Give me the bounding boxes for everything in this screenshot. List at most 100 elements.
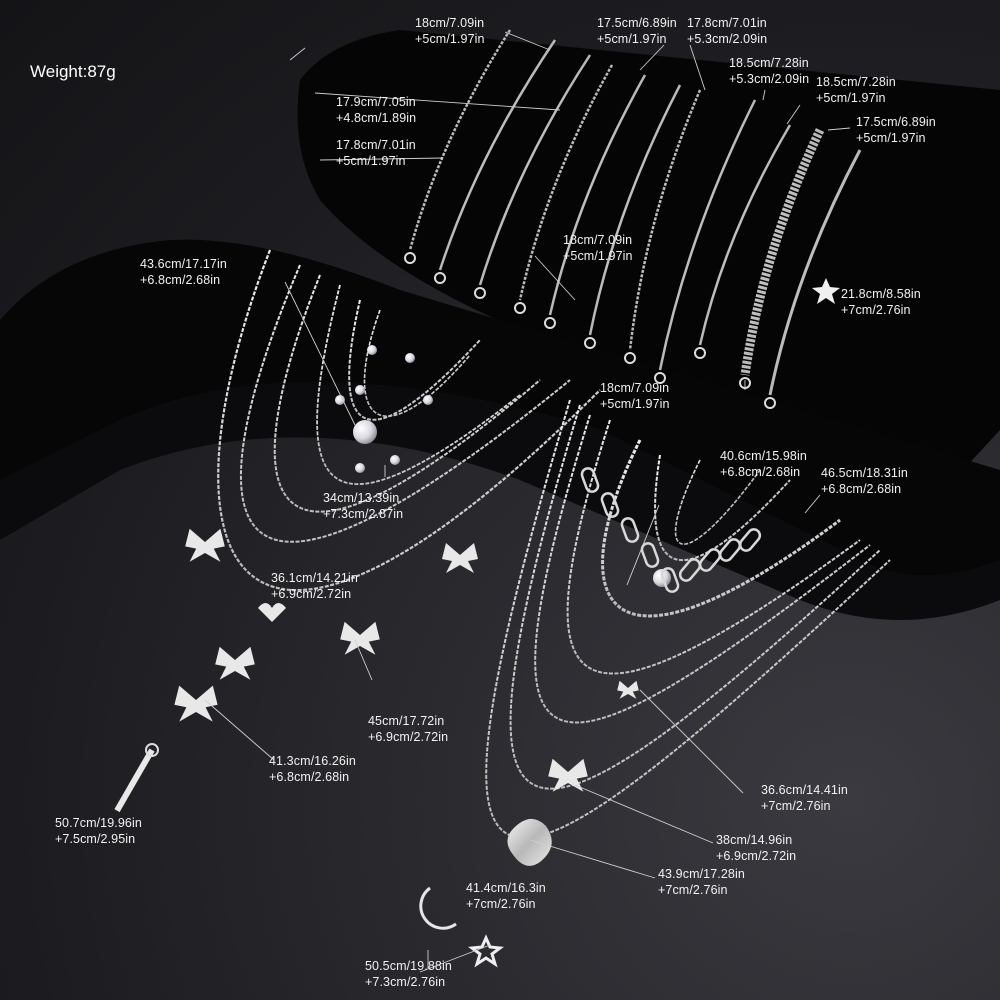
puffy-heart-pendant-icon bbox=[507, 818, 552, 866]
bracelet-measurement-label: 21.8cm/8.58in +7cm/2.76in bbox=[841, 286, 921, 318]
butterfly-charm-icon bbox=[442, 543, 478, 573]
length-text: 36.6cm/14.41in bbox=[761, 783, 848, 797]
extension-text: +6.8cm/2.68in bbox=[821, 482, 902, 496]
paperclip-link-icon bbox=[640, 542, 660, 568]
length-text: 17.5cm/6.89in bbox=[856, 115, 936, 129]
length-text: 45cm/17.72in bbox=[368, 714, 445, 728]
leader-line bbox=[314, 92, 561, 111]
extension-text: +7cm/2.76in bbox=[841, 303, 911, 317]
necklace-measurement-label: 43.9cm/17.28in+7cm/2.76in bbox=[658, 866, 745, 898]
necklace-measurement-label: 40.6cm/15.98in+6.8cm/2.68in bbox=[720, 448, 807, 480]
lobster-clasp-icon bbox=[404, 252, 416, 264]
leader-line bbox=[204, 699, 275, 761]
jump-ring-icon bbox=[145, 743, 159, 757]
extension-text: +7.3cm/2.76in bbox=[365, 975, 446, 989]
length-text: 41.3cm/16.26in bbox=[269, 754, 356, 768]
paperclip-link-icon bbox=[698, 548, 722, 572]
small-butterfly-pendant-icon bbox=[617, 680, 639, 699]
weight-label: Weight:87g bbox=[30, 62, 116, 81]
star-charm-icon bbox=[812, 278, 840, 304]
leader-line bbox=[689, 44, 706, 91]
leader-line bbox=[804, 494, 821, 514]
paperclip-link-icon bbox=[620, 517, 640, 543]
extension-text: +7.5cm/2.95in bbox=[55, 832, 136, 846]
length-text: 43.9cm/17.28in bbox=[658, 867, 745, 881]
pearl-bead-icon bbox=[390, 455, 400, 465]
paperclip-link-icon bbox=[678, 558, 702, 582]
lobster-clasp-icon bbox=[474, 287, 486, 299]
extension-text: +6.9cm/2.72in bbox=[271, 587, 352, 601]
leader-line bbox=[786, 104, 801, 125]
necklace-measurement-label: 34cm/13.39in+7.3cm/2.87in bbox=[323, 490, 403, 522]
necklace-measurement-label: 46.5cm/18.31in +6.8cm/2.68in bbox=[821, 465, 908, 497]
bracelet-measurement-label: 17.9cm/7.05in +4.8cm/1.89in bbox=[336, 94, 416, 126]
length-text: 17.5cm/6.89in bbox=[597, 16, 677, 30]
leader-line bbox=[574, 784, 714, 844]
paperclip-link-icon bbox=[660, 567, 680, 593]
extension-text: +6.9cm/2.72in bbox=[368, 730, 449, 744]
extension-text: +4.8cm/1.89in bbox=[336, 111, 417, 125]
necklace-measurement-label: 36.6cm/14.41in +7cm/2.76in bbox=[761, 782, 848, 814]
bracelet-chain bbox=[408, 29, 512, 251]
lobster-clasp-icon bbox=[654, 372, 666, 384]
leader-line bbox=[289, 47, 306, 61]
leader-line bbox=[762, 89, 766, 101]
necklace-chain bbox=[316, 284, 521, 486]
necklace-chain bbox=[273, 274, 541, 513]
extension-text: +6.8cm/2.68in bbox=[720, 465, 801, 479]
length-text: 21.8cm/8.58in bbox=[841, 287, 921, 301]
bracelet-chain bbox=[548, 74, 647, 316]
pearl-bead-icon bbox=[405, 353, 415, 363]
extension-text: +6.8cm/2.68in bbox=[269, 770, 350, 784]
lobster-clasp-icon bbox=[694, 347, 706, 359]
butterfly-pendant-icon bbox=[185, 528, 225, 562]
extension-text: +5cm/1.97in bbox=[563, 249, 633, 263]
necklace-chain bbox=[217, 249, 601, 592]
bracelet-chain bbox=[768, 149, 862, 396]
leader-line bbox=[419, 944, 491, 973]
bracelet-measurement-label: 17.5cm/6.89in+5cm/1.97in bbox=[856, 114, 936, 146]
length-text: 50.5cm/19.88in bbox=[365, 959, 452, 973]
necklace-chain bbox=[485, 399, 891, 839]
necklace-chain bbox=[509, 404, 881, 790]
bracelet-layer bbox=[404, 29, 862, 409]
necklace-chain bbox=[239, 264, 571, 543]
pearl-bead-icon bbox=[355, 463, 365, 473]
bracelet-chain bbox=[518, 64, 614, 301]
length-text: 18cm/7.09in bbox=[563, 233, 633, 247]
extension-text: +7cm/2.76in bbox=[761, 799, 831, 813]
length-text: 36.1cm/14.21in bbox=[271, 571, 358, 585]
leader-line bbox=[504, 31, 551, 51]
bracelet-chain bbox=[740, 128, 825, 376]
necklace-measurement-label: 45cm/17.72in +6.9cm/2.72in bbox=[368, 713, 448, 745]
extension-text: +5cm/1.97in bbox=[600, 397, 670, 411]
necklace-measurement-label: 41.3cm/16.26in +6.8cm/2.68in bbox=[269, 753, 356, 785]
leader-lines bbox=[204, 31, 851, 973]
length-text: 43.6cm/17.17in bbox=[140, 257, 227, 271]
length-text: 17.9cm/7.05in bbox=[336, 95, 416, 109]
paperclip-link-icon bbox=[738, 528, 762, 552]
leader-line bbox=[529, 839, 656, 879]
lobster-clasp-icon bbox=[584, 337, 596, 349]
rhinestone-butterfly-pendant-icon bbox=[548, 758, 588, 792]
bracelet-measurement-label: 18cm/7.09in+5cm/1.97in bbox=[415, 15, 485, 47]
leader-line bbox=[639, 44, 665, 71]
star-pendant-icon bbox=[468, 934, 504, 968]
bracelet-measurement-label: 17.5cm/6.89in+5cm/1.97in bbox=[597, 15, 677, 47]
bracelet-chain bbox=[628, 89, 702, 351]
extension-text: +5cm/1.97in bbox=[336, 154, 406, 168]
bracelet-chain bbox=[698, 124, 792, 346]
leader-line bbox=[639, 689, 744, 794]
length-text: 46.5cm/18.31in bbox=[821, 466, 908, 480]
extension-text: +5.3cm/2.09in bbox=[729, 72, 810, 86]
lobster-clasp-icon bbox=[544, 317, 556, 329]
extension-text: +5cm/1.97in bbox=[816, 91, 886, 105]
leader-line bbox=[319, 157, 444, 161]
necklace-chain bbox=[654, 454, 791, 562]
lobster-clasp-icon bbox=[514, 302, 526, 314]
length-text: 17.8cm/7.01in bbox=[336, 138, 416, 152]
bracelet-measurement-label: 18.5cm/7.28in+5cm/1.97in bbox=[816, 74, 896, 106]
necklace-measurement-label: 50.7cm/19.96in+7.5cm/2.95in bbox=[55, 815, 142, 847]
rhinestone-butterfly-pendant-icon bbox=[174, 685, 218, 722]
